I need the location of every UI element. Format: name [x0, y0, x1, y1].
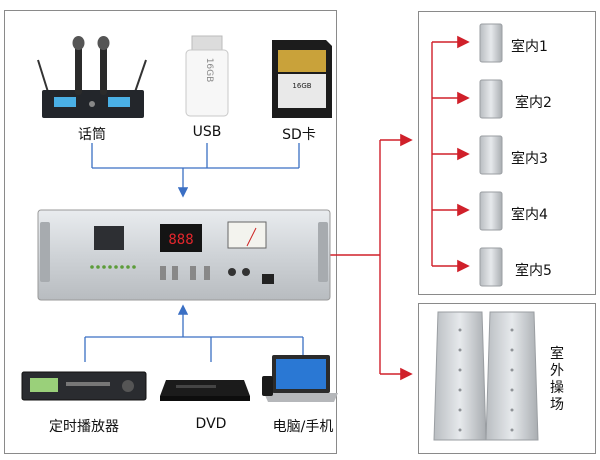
timed-player-label: 定时播放器 [49, 419, 119, 435]
microphone-label: 话筒 [78, 127, 106, 143]
indoor-speaker-label-5: 室内5 [515, 263, 552, 279]
sd-card-icon: 16GB [272, 40, 332, 118]
bottom-source-connectors [84, 304, 304, 362]
timed-player-icon [21, 371, 147, 401]
usb-drive-icon: 16GB [185, 35, 229, 117]
svg-text:888: 888 [168, 232, 193, 248]
column-speaker-icon [433, 311, 539, 441]
dvd-player-icon [160, 380, 250, 401]
sd-card-label: SD卡 [282, 127, 316, 143]
amplifier-icon: 888 [37, 209, 331, 301]
indoor-speaker-label-4: 室内4 [511, 207, 548, 223]
indoor-speaker-label-3: 室内3 [511, 151, 548, 167]
svg-text:16GB: 16GB [204, 58, 214, 83]
laptop-icon [262, 355, 338, 402]
output-connectors [330, 35, 470, 381]
usb-label: USB [192, 124, 222, 140]
computer-phone-label: 电脑/手机 [272, 419, 334, 435]
svg-text:16GB: 16GB [292, 82, 311, 90]
indoor-speaker-panel [418, 11, 596, 295]
top-source-connectors [91, 143, 300, 198]
wireless-microphone-icon [37, 36, 147, 118]
dvd-label: DVD [195, 416, 227, 432]
indoor-speaker-label-1: 室内1 [511, 39, 548, 55]
indoor-speakers [479, 23, 503, 287]
indoor-speaker-label-2: 室内2 [515, 95, 552, 111]
outdoor-playground-label: 室外操场 [550, 346, 564, 413]
